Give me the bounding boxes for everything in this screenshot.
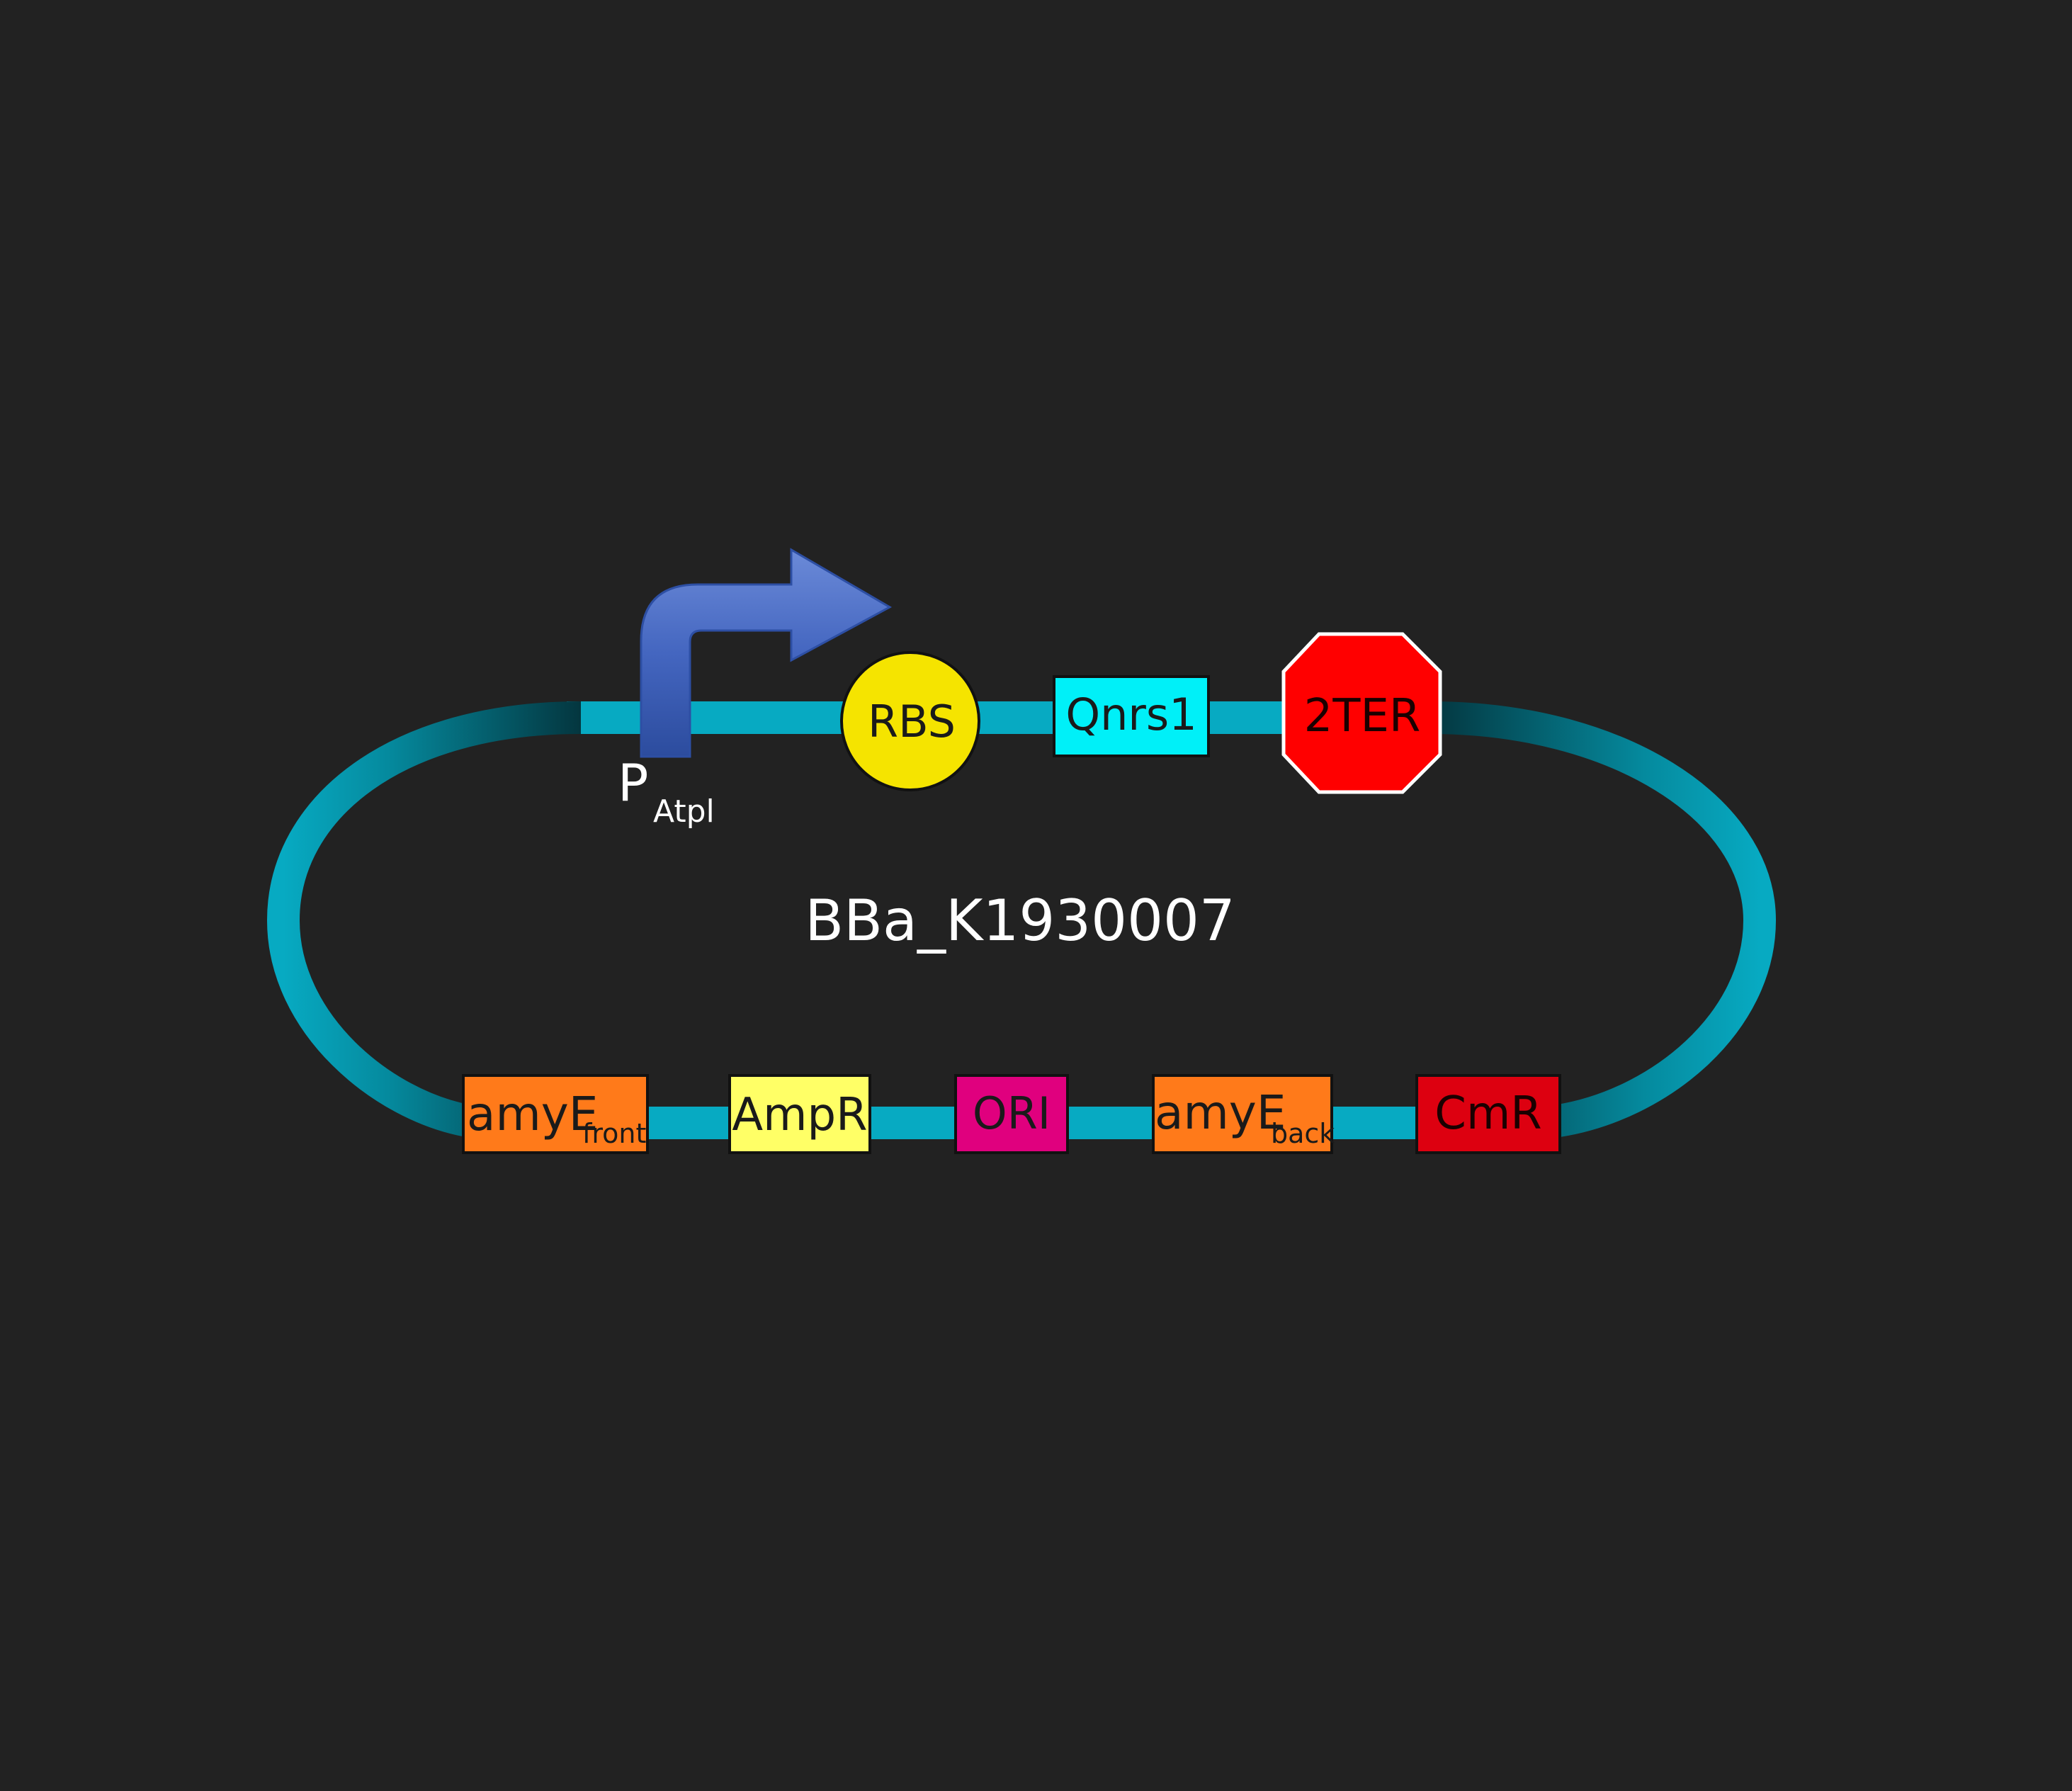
ori-label: ORI — [973, 1087, 1051, 1139]
ampr-part: AmpR — [728, 1074, 871, 1154]
amye-front-label-main: amyE — [467, 1087, 599, 1141]
amye-back-label-main: amyE — [1155, 1085, 1286, 1140]
qnrs1-label: Qnrs1 — [1065, 689, 1196, 740]
promoter-label-sub: Atpl — [653, 793, 715, 830]
amye-front-part: amyE front — [462, 1074, 649, 1154]
cmr-box — [1415, 1074, 1561, 1154]
rbs-label: RBS — [868, 696, 956, 747]
backbone-left-arc — [266, 701, 582, 1137]
amye-front-label-sub: front — [582, 1118, 646, 1149]
amye-back-label-sub: back — [1271, 1118, 1335, 1149]
rbs-circle — [840, 651, 980, 791]
bent-arrow-icon — [640, 548, 893, 758]
ori-part: ORI — [954, 1074, 1069, 1154]
octagon-stop-icon — [1281, 632, 1442, 794]
promoter-label-main: P — [618, 753, 648, 813]
terminator-label: 2TER — [1304, 690, 1421, 742]
ori-box — [954, 1074, 1069, 1154]
amye-front-box — [462, 1074, 649, 1154]
cmr-label: CmR — [1434, 1087, 1542, 1140]
backbone-right-arc — [1430, 701, 1777, 1137]
promoter-part: P Atpl — [618, 548, 893, 830]
terminator-part: 2TER — [1281, 632, 1442, 794]
qnrs1-box — [1053, 675, 1210, 757]
cmr-part: CmR — [1415, 1074, 1561, 1154]
ampr-label: AmpR — [732, 1089, 867, 1141]
ampr-box — [728, 1074, 871, 1154]
amye-back-part: amyE back — [1152, 1074, 1335, 1154]
plasmid-name: BBa_K1930007 — [805, 888, 1235, 954]
qnrs1-part: Qnrs1 — [1053, 675, 1210, 757]
rbs-part: RBS — [840, 651, 980, 791]
promoter-label: P — [618, 753, 648, 813]
amye-back-box — [1152, 1074, 1333, 1154]
